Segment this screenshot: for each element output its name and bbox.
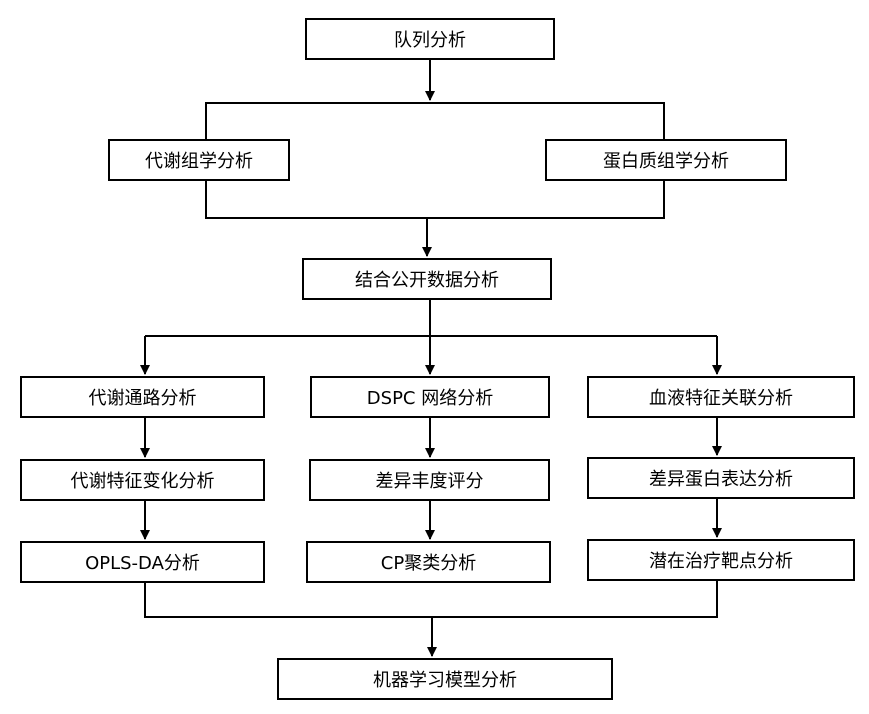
node-label: 潜在治疗靶点分析 (649, 551, 793, 572)
node-diff-protein: 差异蛋白表达分析 (587, 457, 855, 499)
node-blood-feature: 血液特征关联分析 (587, 376, 855, 418)
node-cohort-analysis: 队列分析 (305, 18, 555, 60)
node-label: 蛋白质组学分析 (603, 151, 729, 172)
node-label: 代谢通路分析 (88, 388, 197, 409)
node-diff-score: 差异丰度评分 (309, 459, 550, 501)
node-metabolic-feature-change: 代谢特征变化分析 (20, 459, 265, 501)
node-label: DSPC 网络分析 (366, 388, 494, 409)
node-cp-cluster: CP聚类分析 (306, 541, 551, 583)
node-label: 结合公开数据分析 (355, 270, 499, 291)
split-line-omics (205, 102, 665, 139)
node-label: 队列分析 (394, 30, 466, 51)
node-label: 差异丰度评分 (375, 471, 484, 492)
node-label: OPLS-DA分析 (85, 553, 200, 574)
node-label: 差异蛋白表达分析 (649, 469, 793, 490)
node-public-data: 结合公开数据分析 (302, 258, 552, 300)
merge-line-omics (205, 181, 665, 219)
node-metabolic-pathway: 代谢通路分析 (20, 376, 265, 418)
node-therapeutic-target: 潜在治疗靶点分析 (587, 539, 855, 581)
node-ml-model: 机器学习模型分析 (277, 658, 613, 700)
node-label: CP聚类分析 (380, 553, 477, 574)
node-label: 代谢组学分析 (145, 151, 253, 172)
node-proteomics: 蛋白质组学分析 (545, 139, 787, 181)
node-label: 机器学习模型分析 (373, 670, 517, 691)
node-opls-da: OPLS-DA分析 (20, 541, 265, 583)
node-dspc-network: DSPC 网络分析 (310, 376, 550, 418)
merge-line-final (144, 581, 718, 618)
node-label: 血液特征关联分析 (649, 388, 793, 409)
node-label: 代谢特征变化分析 (70, 471, 215, 492)
node-metabolomics: 代谢组学分析 (108, 139, 290, 181)
